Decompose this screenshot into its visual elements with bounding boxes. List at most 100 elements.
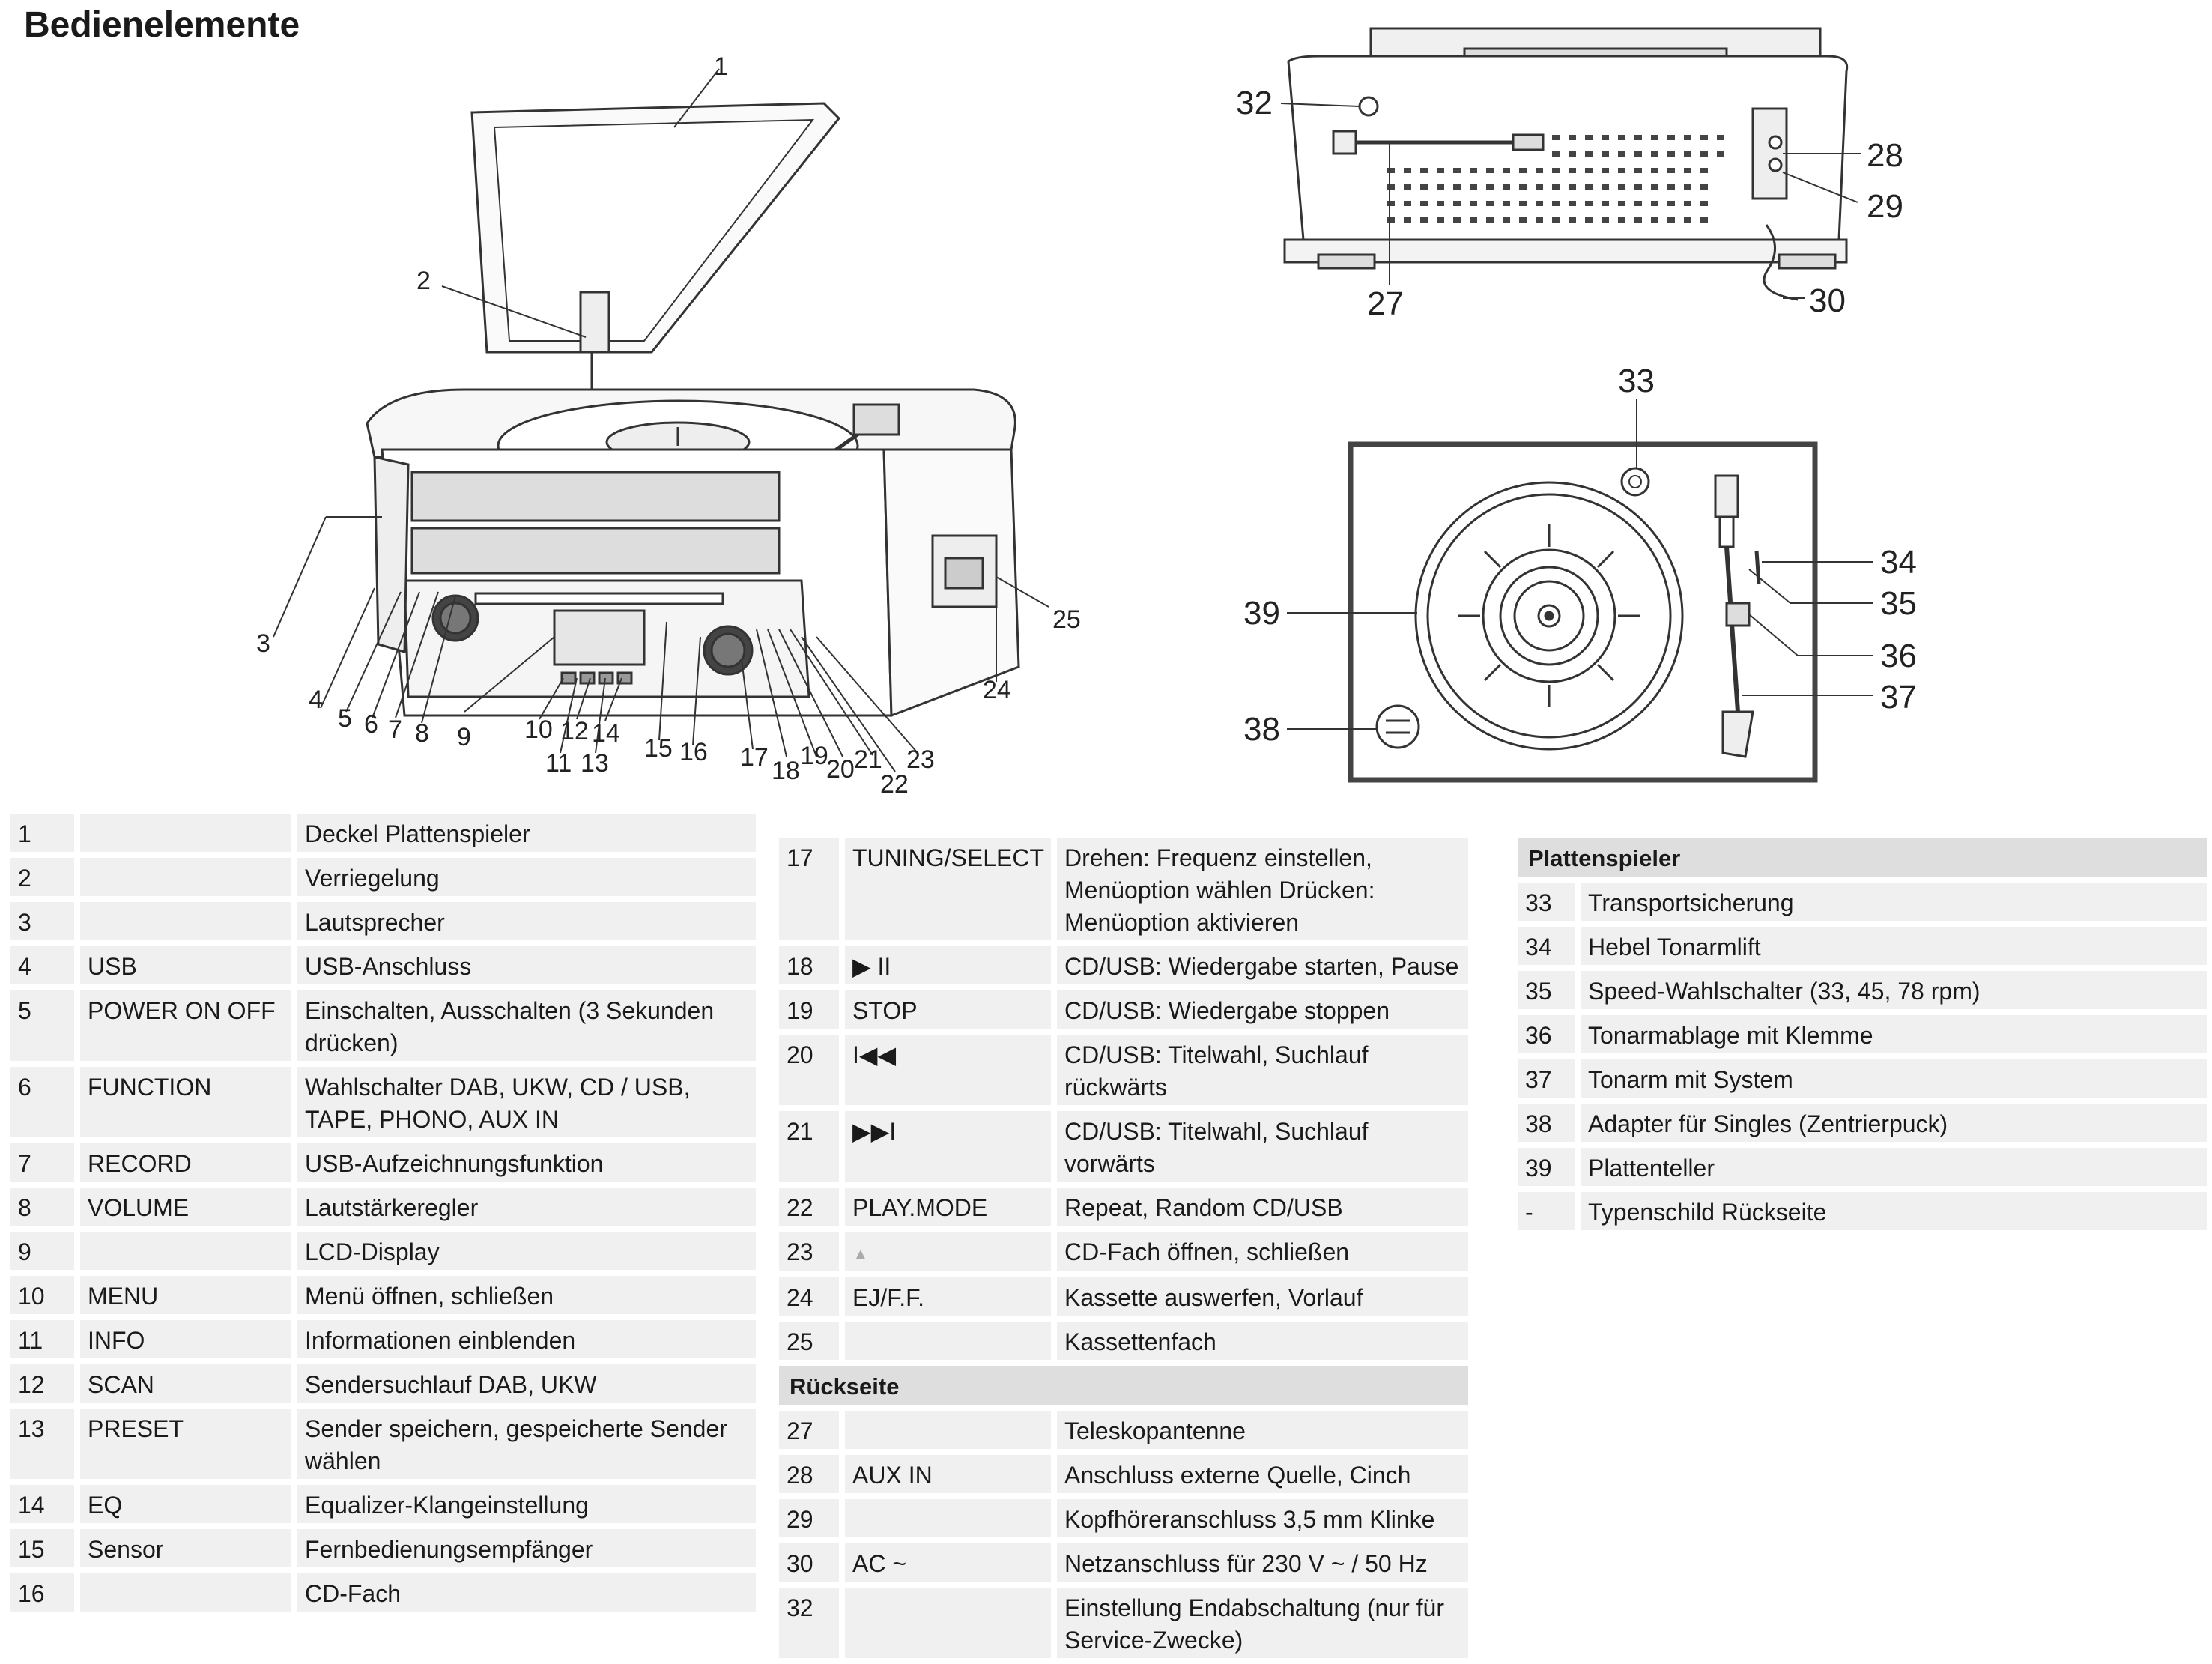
row-desc: Kopfhöreranschluss 3,5 mm Klinke (1057, 1499, 1468, 1538)
row-name (845, 1588, 1051, 1659)
row-num: 2 (10, 858, 74, 896)
row-name: USB (80, 946, 291, 984)
row-name: ▶▶I (845, 1111, 1051, 1182)
row-num: 39 (1518, 1148, 1575, 1186)
platter-markings (1458, 524, 1640, 707)
callout-14: 14 (592, 719, 620, 748)
row-num: 19 (779, 990, 839, 1029)
row-desc: Lautstärkeregler (297, 1188, 756, 1226)
row-num: 16 (10, 1573, 74, 1612)
callout-28: 28 (1867, 137, 1903, 174)
row-desc: Verriegelung (297, 858, 756, 896)
row-name: FUNCTION (80, 1067, 291, 1137)
row-desc: Anschluss externe Quelle, Cinch (1057, 1455, 1468, 1494)
row-num: 32 (779, 1588, 839, 1659)
row-num: 36 (1518, 1015, 1575, 1053)
row-num: 20 (779, 1035, 839, 1105)
row-desc: USB-Aufzeichnungsfunktion (297, 1143, 756, 1182)
row-num: 37 (1518, 1059, 1575, 1098)
table-row: 32 Einstellung Endabschaltung (nur für Se… (779, 1588, 1468, 1659)
row-num: 27 (779, 1411, 839, 1450)
row-desc: Sender speichern, gespeicherte Sender wä… (297, 1409, 756, 1479)
row-name: INFO (80, 1320, 291, 1358)
row-desc: Speed-Wahlschalter (33, 45, 78 rpm) (1581, 971, 2207, 1009)
row-num: 15 (10, 1529, 74, 1567)
row-num: 3 (10, 902, 74, 940)
row-desc: Kassette auswerfen, Vorlauf (1057, 1277, 1468, 1316)
row-name: I◀◀ (845, 1035, 1051, 1105)
row-desc: CD/USB: Wiedergabe starten, Pause (1057, 946, 1468, 984)
row-desc: Tonarmablage mit Klemme (1581, 1015, 2207, 1053)
callout-16: 16 (679, 738, 708, 766)
row-num: 5 (10, 990, 74, 1061)
row-name (80, 1573, 291, 1612)
row-num: 10 (10, 1276, 74, 1314)
table-row: 29 Kopfhöreranschluss 3,5 mm Klinke (779, 1499, 1468, 1538)
callout-21: 21 (854, 745, 882, 774)
row-num: 4 (10, 946, 74, 984)
row-desc: Plattenteller (1581, 1148, 2207, 1186)
row-num: 12 (10, 1364, 74, 1403)
row-name: AC ~ (845, 1543, 1051, 1582)
row-name (80, 902, 291, 940)
row-name (80, 1232, 291, 1270)
callout-23: 23 (906, 745, 935, 774)
callout-35: 35 (1880, 585, 1917, 622)
row-num: 38 (1518, 1104, 1575, 1142)
callout-8: 8 (415, 719, 429, 748)
row-num: 8 (10, 1188, 74, 1226)
front-view-figure: 1 2 3 4 5 6 7 8 9 10 11 12 13 14 15 16 1… (256, 52, 1081, 799)
row-num: 14 (10, 1485, 74, 1523)
row-desc: Hebel Tonarmlift (1581, 927, 2207, 965)
callout-2: 2 (416, 267, 431, 295)
section-header-rueckseite: Rückseite (779, 1366, 1468, 1406)
row-name: PRESET (80, 1409, 291, 1479)
callout-30: 30 (1809, 282, 1846, 319)
callout-24: 24 (983, 676, 1011, 704)
row-name: AUX IN (845, 1455, 1051, 1494)
row-desc: Einschalten, Ausschalten (3 Sekunden drü… (297, 990, 756, 1061)
row-name: ▶ II (845, 946, 1051, 984)
row-num: - (1518, 1192, 1575, 1230)
row-num: 33 (1518, 883, 1575, 921)
row-desc: Repeat, Random CD/USB (1057, 1188, 1468, 1226)
callout-3: 3 (256, 629, 270, 658)
row-desc: Einstellung Endabschaltung (nur für Serv… (1057, 1588, 1468, 1659)
row-desc: Equalizer-Klangeinstellung (297, 1485, 756, 1523)
row-name: TUNING/SELECT (845, 838, 1051, 940)
callout-12: 12 (560, 717, 589, 745)
row-num: 24 (779, 1277, 839, 1316)
callout-27: 27 (1367, 285, 1404, 322)
row-num: 1 (10, 814, 74, 852)
row-num: 29 (779, 1499, 839, 1538)
row-name: MENU (80, 1276, 291, 1314)
callout-11: 11 (545, 749, 572, 778)
row-desc: CD-Fach (297, 1573, 756, 1612)
callout-9: 9 (457, 723, 471, 751)
callout-15: 15 (644, 734, 673, 763)
callout-34: 34 (1880, 544, 1917, 581)
row-name: EJ/F.F. (845, 1277, 1051, 1316)
callout-19: 19 (800, 742, 828, 770)
row-desc: Netzanschluss für 230 V ~ / 50 Hz (1057, 1543, 1468, 1582)
row-name: STOP (845, 990, 1051, 1029)
callout-17: 17 (740, 743, 769, 772)
callout-22: 22 (880, 770, 909, 799)
callout-37: 37 (1880, 679, 1917, 715)
